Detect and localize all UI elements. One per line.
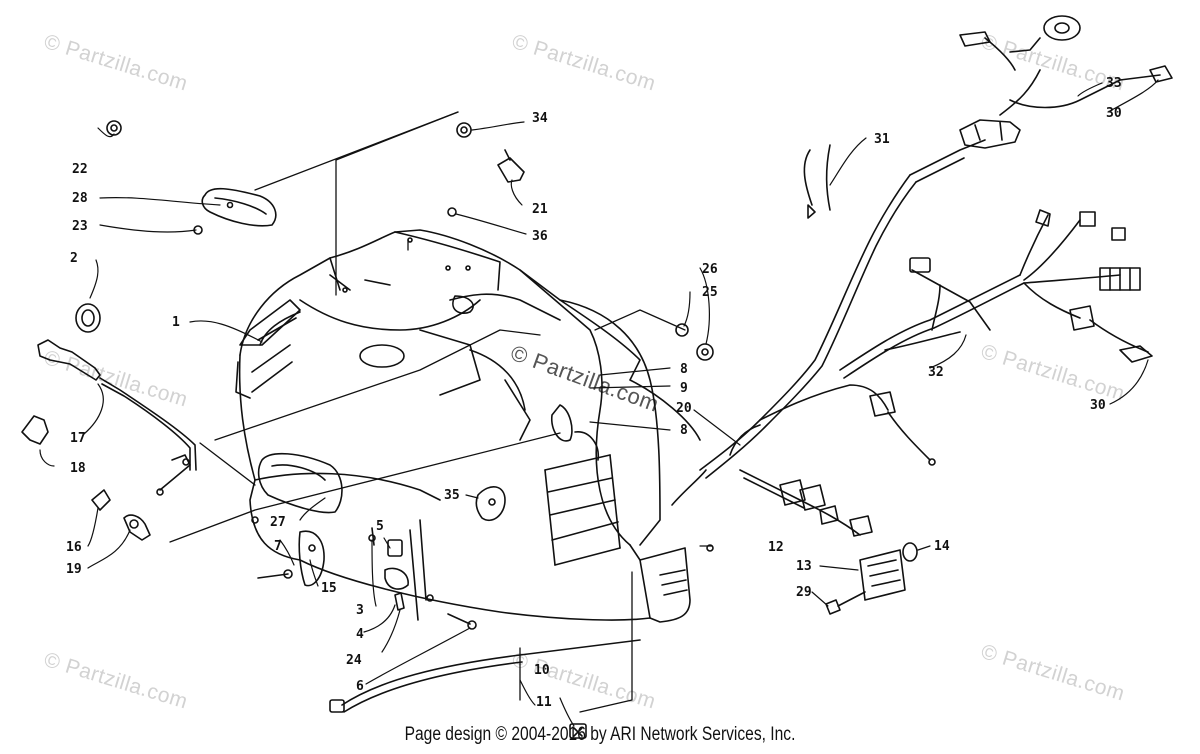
callout-9: 9 bbox=[680, 381, 688, 396]
callout-12: 12 bbox=[768, 540, 784, 555]
part-25-washer bbox=[675, 323, 689, 337]
callout-35: 35 bbox=[444, 488, 460, 503]
callout-33: 33 bbox=[1106, 76, 1122, 91]
callout-8b: 8 bbox=[680, 423, 688, 438]
part-28-bezel bbox=[193, 187, 277, 235]
callout-30a: 30 bbox=[1106, 106, 1122, 121]
copyright-footer: Page design © 2004-2016 by ARI Network S… bbox=[404, 724, 796, 745]
callout-2: 2 bbox=[70, 251, 78, 266]
callout-labels: 22 28 23 2 1 17 18 16 19 27 7 15 3 4 24 … bbox=[66, 76, 1122, 710]
callout-15: 15 bbox=[321, 581, 337, 596]
part-17-cable bbox=[37, 339, 197, 496]
callout-23: 23 bbox=[72, 219, 88, 234]
part-11-clip bbox=[569, 723, 587, 739]
part-27-bezel bbox=[251, 452, 343, 524]
callout-6: 6 bbox=[356, 679, 364, 694]
part-36-clip bbox=[447, 207, 457, 217]
part-16-knob bbox=[91, 489, 111, 511]
part-6-cable bbox=[329, 639, 641, 713]
console-body bbox=[235, 229, 701, 623]
callout-5: 5 bbox=[376, 519, 384, 534]
callout-22: 22 bbox=[72, 162, 88, 177]
callout-36: 36 bbox=[532, 229, 548, 244]
leader-lines bbox=[39, 79, 1159, 727]
part-2-grommet bbox=[75, 303, 101, 333]
callout-30b: 30 bbox=[1090, 398, 1106, 413]
callout-31: 31 bbox=[874, 132, 890, 147]
assembly-lines bbox=[169, 111, 686, 713]
part-34-nut bbox=[456, 122, 472, 138]
callout-28: 28 bbox=[72, 191, 88, 206]
callout-18: 18 bbox=[70, 461, 86, 476]
part-21-switch bbox=[497, 149, 525, 183]
callout-16: 16 bbox=[66, 540, 82, 555]
callout-11: 11 bbox=[536, 695, 552, 710]
callout-32: 32 bbox=[928, 365, 944, 380]
callout-13: 13 bbox=[796, 559, 812, 574]
callout-26: 26 bbox=[702, 262, 718, 277]
callout-19: 19 bbox=[66, 562, 82, 577]
callout-34: 34 bbox=[532, 111, 548, 126]
callout-10: 10 bbox=[534, 663, 550, 678]
callout-1: 1 bbox=[172, 315, 180, 330]
callout-3: 3 bbox=[356, 603, 364, 618]
part-35-plug bbox=[475, 486, 506, 522]
part-26-nut bbox=[696, 343, 714, 361]
callout-20: 20 bbox=[676, 401, 692, 416]
callout-24: 24 bbox=[346, 653, 362, 668]
part-18-clip bbox=[21, 415, 49, 445]
callout-27: 27 bbox=[270, 515, 286, 530]
callout-25: 25 bbox=[702, 285, 718, 300]
callout-14: 14 bbox=[934, 539, 950, 554]
part-22-nut bbox=[106, 120, 122, 136]
callout-7: 7 bbox=[274, 539, 282, 554]
wiring-harness bbox=[671, 15, 1173, 615]
callout-21: 21 bbox=[532, 202, 548, 217]
part-19-switch bbox=[123, 514, 151, 541]
switch-mechanism bbox=[368, 519, 477, 630]
callout-8a: 8 bbox=[680, 362, 688, 377]
callout-17: 17 bbox=[70, 431, 86, 446]
callout-4: 4 bbox=[356, 627, 364, 642]
callout-29: 29 bbox=[796, 585, 812, 600]
